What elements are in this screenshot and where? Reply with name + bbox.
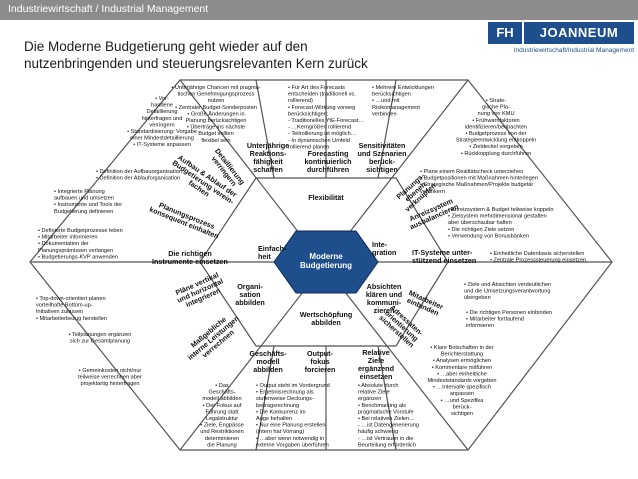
diag-label-plaene-vertikal: Pläne vertikalund horizontalintegrieren <box>173 270 228 312</box>
section-label: Industriewirtschaft / Industrial Managem… <box>8 3 209 15</box>
note-right-mid-1: • Plane einem Realitätscheck unterziehen… <box>420 169 538 195</box>
note-right-mid-3: • Einheitliche Datenbasis sicherstellen•… <box>490 251 586 264</box>
spoke-br <box>377 345 397 451</box>
logo-name: JOANNEUM <box>524 22 634 44</box>
fh-joanneum-logo: FH JOANNEUM Industriewirtschaft/Industri… <box>488 22 634 60</box>
note-top-center-left: • Unterjährige Chancen mit pragma-tische… <box>171 85 260 144</box>
diag-label-massgebliche: Maßgeblicheinterne Leistungenverrechnen <box>181 308 246 368</box>
logo-fh: FH <box>488 22 522 44</box>
diag-label-planungsprozess: Planungsprozesskonsequent einhalten <box>148 198 223 241</box>
diag-label-mitarbeiter: Mitarbeitereinbinden <box>404 288 444 318</box>
page-title: Die Moderne Budgetierung geht wieder auf… <box>24 38 464 72</box>
spoke-tl <box>255 79 275 179</box>
inner-label-einfachheit: Einfach-heit <box>258 244 287 261</box>
spoke-tr <box>377 79 397 179</box>
top-bar: Industriewirtschaft / Industrial Managem… <box>0 0 638 20</box>
logo-subtitle: Industriewirtschaft/Industrial Managemen… <box>513 47 634 54</box>
note-right-low-2: • Die richtigen Personen einbinden• Mita… <box>466 310 552 329</box>
inner-label-flexibilitaet: Flexibilität <box>308 193 344 202</box>
title-line-2: nutzenbringenden und steuerungsrelevante… <box>24 56 368 71</box>
note-left-mid-3: • Definierte Budgetprozesse leben• Mitar… <box>38 228 123 260</box>
note-left-mid-1: • Definition der Aufbauorganisation• Def… <box>96 169 182 182</box>
spoke-bl <box>255 345 275 451</box>
inner-label-integration: Inte-gration <box>372 240 396 257</box>
core-hexagon <box>273 230 379 294</box>
title-line-1: Die Moderne Budgetierung geht wieder auf… <box>24 39 308 54</box>
note-top-right: • Strate-gische Pla-nung von KMU• Frühwa… <box>456 98 537 157</box>
note-bottom-center: • Output steht im Vordergrund• Ergebnisr… <box>256 383 330 448</box>
spoke-label-it-systeme: IT-Systeme unter-stützend einsetzen <box>412 248 476 265</box>
note-right-mid-2: • Anreizsystem & Budget teilweise koppel… <box>448 207 554 239</box>
